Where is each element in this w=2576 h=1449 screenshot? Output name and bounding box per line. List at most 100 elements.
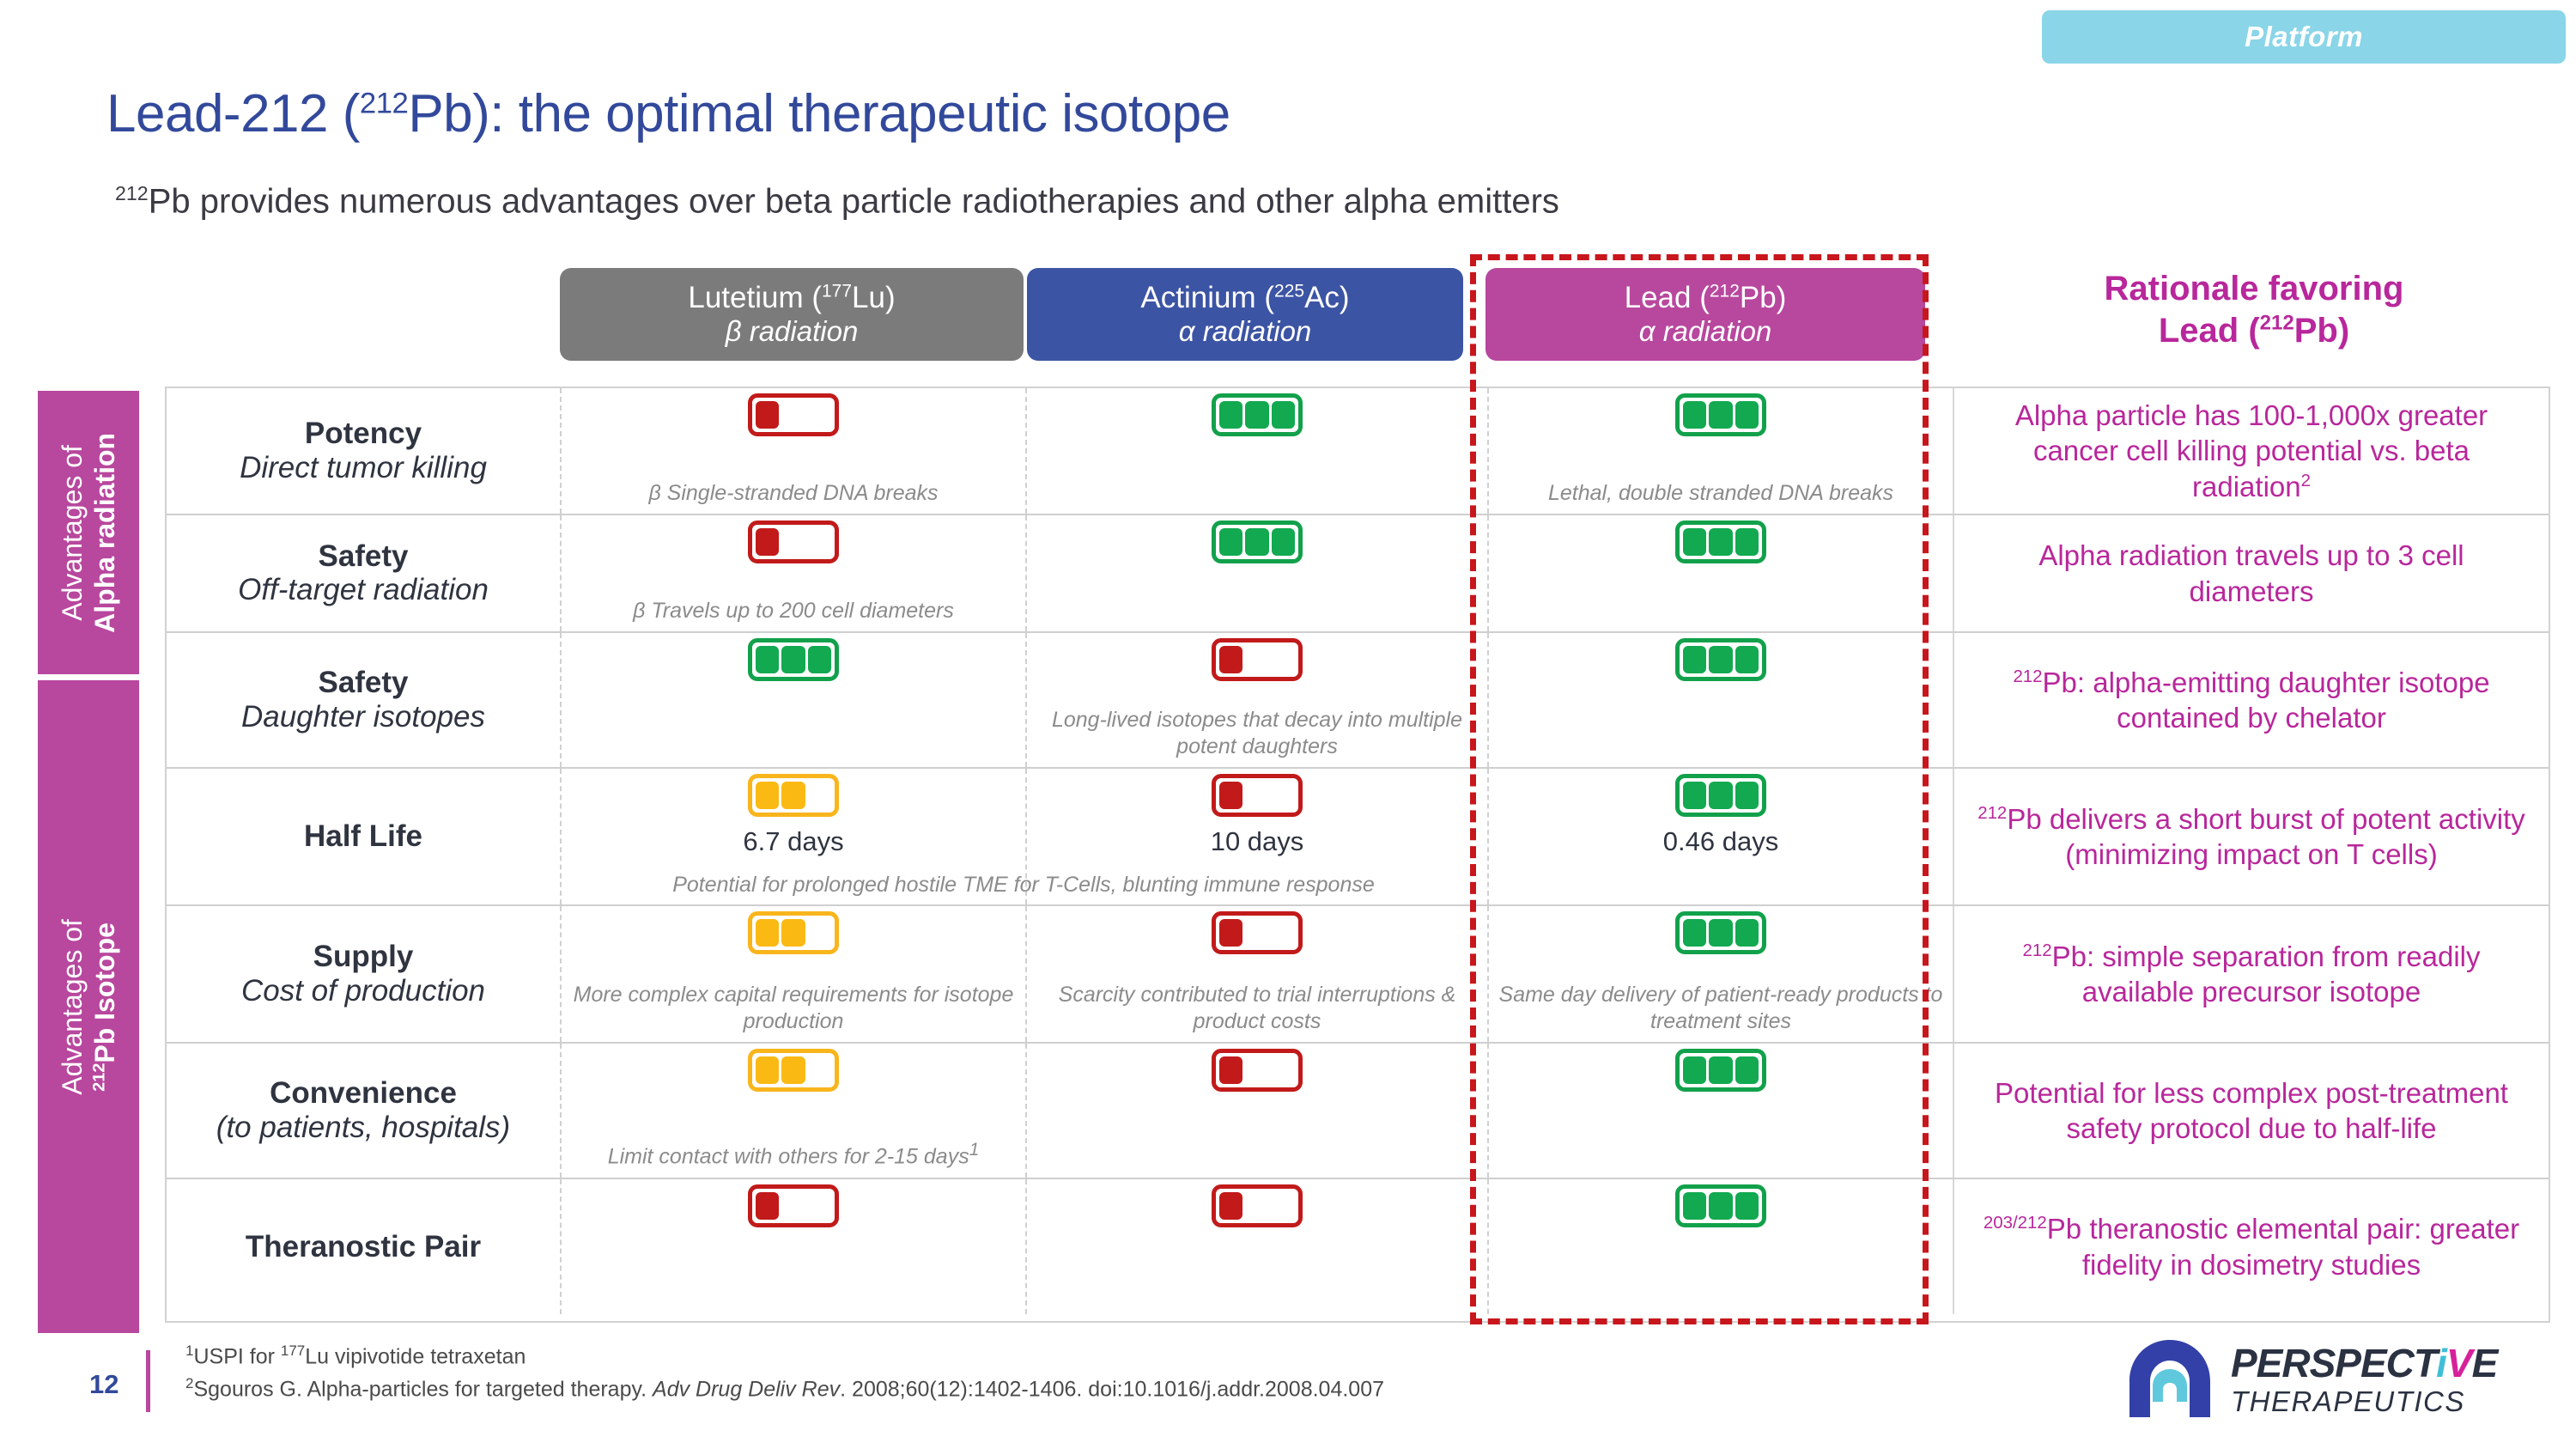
page-subtitle-text: Pb provides numerous advantages over bet… [148, 182, 1559, 221]
score-segment [1272, 646, 1295, 673]
score-pill-green [1675, 638, 1766, 681]
logo-line-1: PERSPECTiVE [2231, 1341, 2499, 1385]
metric-subtitle: Daughter isotopes [240, 699, 486, 734]
col-ac-sup: 225 [1274, 281, 1305, 301]
score-pill-green [748, 638, 839, 681]
score-segment [1219, 919, 1243, 947]
rationale-cell: Alpha particle has 100-1,000x greater ca… [1953, 388, 2549, 514]
metric-name: Half Life [303, 819, 423, 854]
logo-v: V [2445, 1341, 2473, 1385]
score-segment [781, 646, 805, 673]
footnote-1: 1USPI for 177Lu vipivotide tetraxetan [185, 1342, 526, 1369]
rationale-text: 212Pb: simple separation from readily av… [2022, 940, 2481, 1008]
score-segment [781, 1192, 805, 1220]
metric-cell: Convenience(to patients, hospitals) [167, 1044, 560, 1178]
score-pill-green [1675, 521, 1766, 563]
rationale-cell: Alpha radiation travels up to 3 cell dia… [1953, 515, 2549, 631]
metric-cell: Half Life [167, 769, 560, 904]
side-band-isotope-line2: 212Pb Isotope [88, 919, 121, 1095]
rationale-header-post: Pb) [2293, 311, 2350, 350]
score-indicator [748, 638, 839, 681]
score-pill-red [1212, 911, 1303, 954]
score-indicator: 0.46 days [1663, 774, 1778, 857]
score-segment [1735, 401, 1759, 429]
score-indicator: 10 days [1210, 774, 1304, 857]
score-note: More complex capital requirements for is… [573, 983, 1014, 1033]
score-segment [1272, 919, 1295, 947]
score-segment [781, 401, 805, 429]
score-cell: Limit contact with others for 2-15 days1 [560, 1044, 1025, 1178]
score-segment [1219, 646, 1243, 673]
score-pill-green [1212, 521, 1303, 563]
score-segment [1709, 528, 1733, 556]
score-segment [808, 919, 831, 947]
score-note: Lethal, double stranded DNA breaks [1547, 480, 1894, 505]
rationale-cell: 212Pb delivers a short burst of potent a… [1953, 769, 2549, 904]
score-cell [1025, 388, 1487, 514]
rationale-text: 212Pb delivers a short burst of potent a… [1978, 802, 2525, 870]
score-pill-green [1675, 393, 1766, 436]
rationale-isotope-sup: 212 [2013, 666, 2043, 686]
rationale-text: 212Pb: alpha-emitting daughter isotope c… [2013, 666, 2490, 734]
rationale-footnote-sup: 2 [2300, 470, 2311, 490]
score-segment [1683, 401, 1707, 429]
score-cell [1025, 1044, 1487, 1178]
score-cell: 10 days [1025, 769, 1487, 904]
rationale-text: 203/212Pb theranostic elemental pair: gr… [1983, 1213, 2520, 1281]
col-pb-pre: Lead ( [1624, 281, 1710, 315]
score-value-label: 10 days [1210, 826, 1304, 856]
score-segment [781, 1056, 805, 1084]
rationale-text: Potential for less complex post-treatmen… [1995, 1076, 2508, 1144]
score-segment [781, 528, 805, 556]
score-indicator [1675, 393, 1766, 436]
score-segment [1735, 1192, 1759, 1220]
score-segment [1219, 528, 1243, 556]
score-segment [1735, 782, 1759, 809]
rationale-header-line2: Lead (212Pb) [1958, 310, 2550, 352]
score-segment [1219, 401, 1243, 429]
score-segment [1709, 401, 1733, 429]
side-band-isotope-label: Pb Isotope [89, 922, 120, 1063]
score-cell: β Single-stranded DNA breaks [560, 388, 1025, 514]
side-band-isotope-sup: 212 [89, 1062, 109, 1092]
platform-tag-label: Platform [2245, 21, 2363, 52]
score-cell [1487, 1044, 1953, 1178]
score-pill-red [1212, 1049, 1303, 1092]
metric-name: Theranostic Pair [245, 1229, 482, 1263]
footnote-1-tail: Lu vipivotide tetraxetan [305, 1344, 526, 1369]
score-segment [808, 528, 831, 556]
score-pill-red [748, 393, 839, 436]
score-segment [1245, 1192, 1268, 1220]
score-indicator [1212, 911, 1303, 954]
score-pill-red [1212, 638, 1303, 681]
score-segment [808, 782, 831, 809]
score-indicator [1212, 393, 1303, 436]
side-band-alpha-line2: Alpha radiation [89, 432, 120, 633]
rationale-isotope-sup: 203/212 [1983, 1213, 2047, 1233]
column-header-actinium: Actinium (225Ac) α radiation [1027, 268, 1463, 361]
score-value-label: 6.7 days [743, 826, 844, 856]
score-pill-red [748, 521, 839, 563]
perspective-logo-mark [2129, 1340, 2210, 1417]
metric-subtitle: Off-target radiation [238, 573, 489, 607]
side-band-alpha-line1: Advantages of [56, 444, 88, 621]
rationale-cell: 212Pb: simple separation from readily av… [1953, 906, 2549, 1042]
logo-e: E [2471, 1341, 2499, 1385]
footnote-2-text-b: . 2008;60(12):1402-1406. doi:10.1016/j.a… [840, 1377, 1385, 1402]
score-segment [1219, 1056, 1243, 1084]
score-segment [756, 646, 780, 673]
score-segment [781, 782, 805, 809]
score-cell [560, 1179, 1025, 1314]
score-segment [808, 1192, 831, 1220]
score-indicator [748, 521, 839, 563]
side-band-isotope-line1: Advantages of [56, 918, 88, 1095]
score-segment [1272, 782, 1295, 809]
score-note: β Single-stranded DNA breaks [648, 480, 939, 505]
column-header-rationale: Rationale favoring Lead (212Pb) [1958, 268, 2550, 352]
score-segment [1272, 1056, 1295, 1084]
footnote-2-marker: 2 [185, 1375, 194, 1391]
